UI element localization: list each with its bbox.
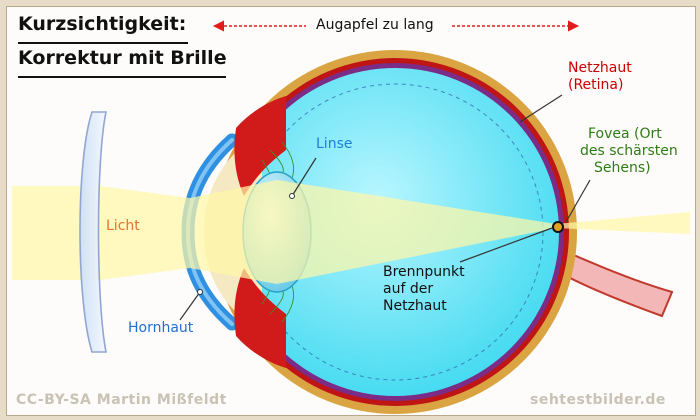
- title-underline-1: [18, 42, 188, 44]
- focal-label-line-2: auf der: [383, 281, 434, 297]
- eyeglass-lens: [79, 111, 107, 353]
- title-underline-2: [18, 76, 226, 78]
- title-line-1: Kurzsichtigkeit:: [18, 13, 187, 35]
- cornea-leader: [179, 291, 201, 321]
- eyeball-length-label: Augapfel zu lang: [316, 17, 434, 33]
- retina-label-line-2: (Retina): [568, 77, 624, 93]
- title-line-2: Korrektur mit Brille: [18, 47, 227, 69]
- fovea-point: [552, 221, 564, 233]
- site-credit: sehtestbilder.de: [530, 392, 666, 408]
- fovea-leader: [565, 179, 591, 223]
- retina-label-line-1: Netzhaut: [568, 60, 632, 76]
- focal-label-line-3: Netzhaut: [383, 298, 447, 314]
- cornea-label: Hornhaut: [128, 320, 194, 336]
- license-credit: CC-BY-SA Martin Mißfeldt: [16, 392, 227, 408]
- iris-upper: [234, 96, 286, 196]
- iris-lower: [234, 268, 286, 368]
- lens-leader: [291, 157, 317, 197]
- optic-nerve: [546, 242, 674, 318]
- retina-leader: [519, 94, 563, 123]
- light-beam: [12, 180, 690, 284]
- lens-label: Linse: [316, 136, 353, 152]
- fovea-label-line-2: des schärsten: [580, 143, 678, 159]
- fovea-label-line-3: Sehens): [594, 160, 651, 176]
- fovea-label-line-1: Fovea (Ort: [588, 126, 662, 142]
- light-label: Licht: [106, 218, 140, 234]
- focal-label-line-1: Brennpunkt: [383, 264, 465, 280]
- focal-leader: [459, 227, 553, 263]
